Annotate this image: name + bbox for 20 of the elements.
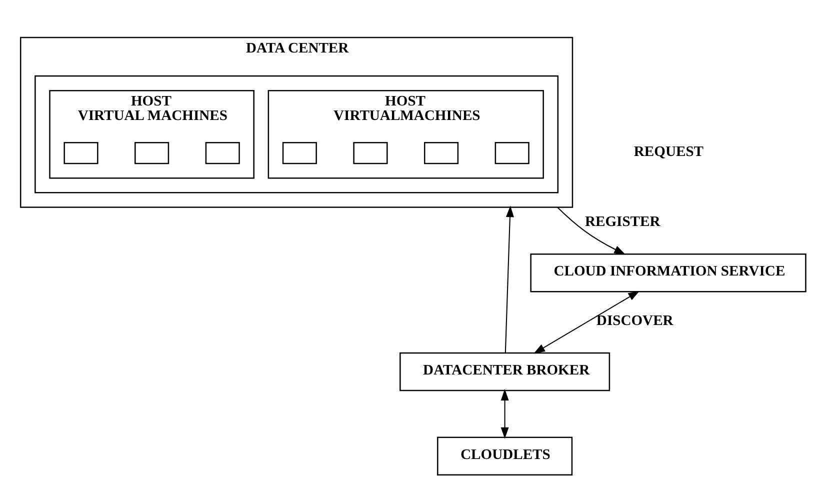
edge-label: DISCOVER <box>596 313 674 330</box>
node-box: CLOUDLETS <box>437 436 573 476</box>
node-box <box>205 142 240 164</box>
node-box <box>353 142 388 164</box>
node-box: CLOUD INFORMATION SERVICE <box>530 253 806 292</box>
node-box <box>64 142 98 164</box>
node-box <box>282 142 317 164</box>
node-box <box>424 142 459 164</box>
label: REQUEST <box>634 144 704 160</box>
node-box <box>134 142 170 164</box>
cluster: HOST VIRTUALMACHINES <box>268 90 544 179</box>
node-box: DATACENTER BROKER <box>400 352 610 392</box>
node-box <box>494 142 530 164</box>
cluster <box>34 75 559 194</box>
arrow <box>557 206 626 255</box>
cluster: HOST VIRTUAL MACHINES <box>49 90 254 179</box>
arrow <box>504 206 514 353</box>
arrow <box>534 290 640 354</box>
arrow <box>500 389 509 439</box>
edge-label: REGISTER <box>584 214 660 230</box>
